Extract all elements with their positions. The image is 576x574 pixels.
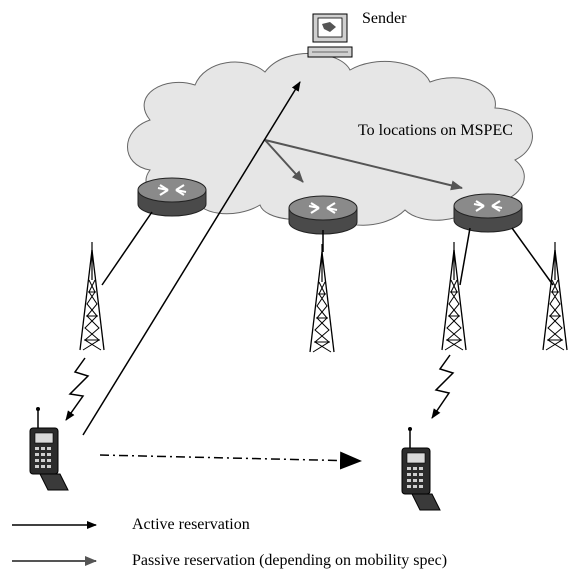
tower-far-right-icon [542, 241, 568, 351]
router-right-icon [452, 192, 524, 234]
passive-arrow-right [264, 139, 463, 191]
mobile-phone-current-icon [29, 406, 69, 491]
passive-arrow-middle [264, 139, 304, 183]
wireless-link-left-icon [65, 357, 90, 421]
wireless-link-right-icon [431, 354, 455, 419]
sender-computer-icon [307, 13, 353, 58]
router-middle-icon [287, 194, 359, 236]
tower-left-icon [79, 241, 105, 351]
sender-label: Sender [362, 10, 407, 27]
movement-arrow [99, 451, 362, 470]
tower-middle-icon [309, 243, 335, 353]
router-left-icon [136, 176, 208, 218]
mobile-phone-future-icon [401, 426, 441, 511]
legend-active-label: Active reservation [132, 516, 250, 533]
tower-right-icon [441, 241, 467, 351]
to-locations-label: To locations on MSPEC [358, 122, 513, 139]
legend-passive-label: Passive reservation (depending on mobili… [132, 552, 448, 569]
active-arrow-to-sender [82, 81, 301, 436]
